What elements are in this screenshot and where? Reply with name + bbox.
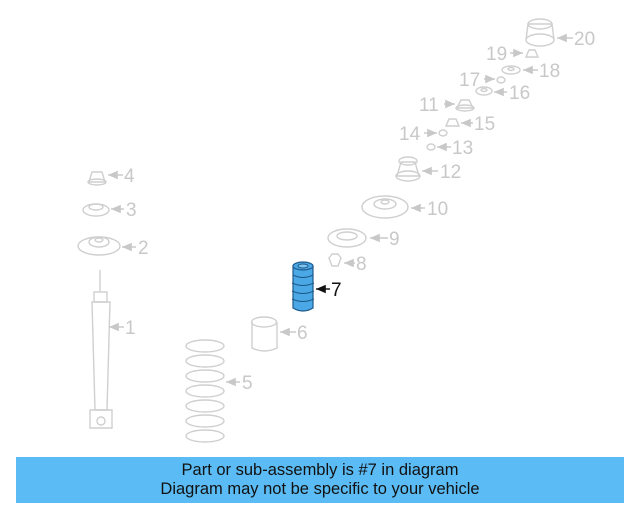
part-11-nut[interactable] <box>455 99 475 112</box>
callout-3: 3 <box>126 200 137 221</box>
callout-9: 9 <box>389 229 400 250</box>
part-20-cap[interactable] <box>525 18 555 47</box>
part-12-top-mount[interactable] <box>395 156 421 182</box>
part-9-upper-seat[interactable] <box>327 228 367 248</box>
callout-1: 1 <box>125 318 136 339</box>
part-3-washer[interactable] <box>82 203 110 217</box>
callout-7: 7 <box>331 280 342 301</box>
part-2-spring-seat[interactable] <box>77 236 121 256</box>
part-16-washer[interactable] <box>475 86 493 96</box>
part-15-nut[interactable] <box>444 118 461 127</box>
callout-15: 15 <box>474 114 495 135</box>
callout-5: 5 <box>242 373 253 394</box>
callout-10: 10 <box>427 199 448 220</box>
banner-line-2: Diagram may not be specific to your vehi… <box>160 480 480 498</box>
info-banner: Part or sub-assembly is #7 in diagram Di… <box>16 457 624 503</box>
part-8-bushing[interactable] <box>328 253 342 267</box>
callout-2: 2 <box>138 238 149 259</box>
callout-12: 12 <box>440 162 461 183</box>
part-17-washer[interactable] <box>496 76 506 84</box>
callout-14: 14 <box>399 124 421 145</box>
part-13-washer[interactable] <box>426 143 436 151</box>
callout-6: 6 <box>297 323 308 344</box>
callout-20: 20 <box>574 29 595 50</box>
banner-line-1: Part or sub-assembly is #7 in diagram <box>181 461 459 479</box>
part-10-mount-plate[interactable] <box>361 195 409 219</box>
part-14-washer[interactable] <box>438 129 448 137</box>
parts-diagram: 1 2 3 4 5 6 <box>77 18 595 443</box>
part-18-washer[interactable] <box>501 65 521 75</box>
callout-17: 17 <box>459 70 480 91</box>
part-1-shock-absorber[interactable] <box>89 270 113 429</box>
part-5-coil-spring[interactable] <box>185 339 225 443</box>
part-7-bump-stop[interactable] <box>291 261 315 312</box>
callout-18: 18 <box>539 61 560 82</box>
part-6-dust-boot[interactable] <box>250 316 278 352</box>
part-19-nut[interactable] <box>524 49 540 58</box>
callout-4: 4 <box>124 166 135 187</box>
callout-19: 19 <box>486 44 507 65</box>
callout-16: 16 <box>509 83 530 104</box>
callout-13: 13 <box>452 138 473 159</box>
callout-8: 8 <box>356 254 367 275</box>
callout-11: 11 <box>419 95 439 116</box>
part-4-nut[interactable] <box>87 171 107 186</box>
